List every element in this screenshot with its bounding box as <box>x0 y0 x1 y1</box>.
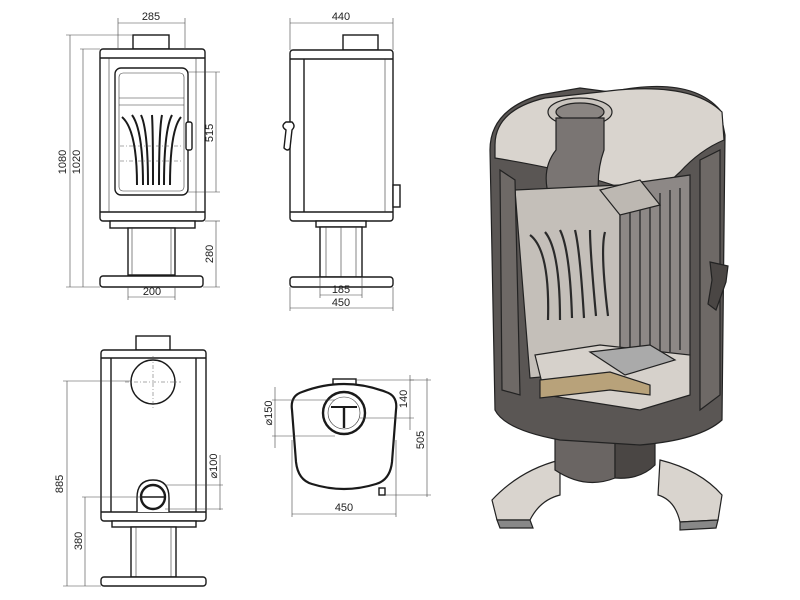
door-glass-ribs <box>121 114 182 186</box>
dimension-515: 515 <box>188 71 220 193</box>
dim-label: 1020 <box>71 150 83 174</box>
pedestal-foot <box>100 576 207 587</box>
dimension-280: 280 <box>203 220 220 288</box>
dimension-885: 885 <box>54 380 131 587</box>
dim-label: 505 <box>415 431 427 449</box>
dim-label: 285 <box>142 11 160 23</box>
dimension-440: 440 <box>289 11 394 50</box>
pedestal-foot <box>99 275 204 288</box>
top-view: ⌀150 140 505 450 <box>263 375 431 517</box>
flue-collar <box>132 34 170 50</box>
rear-view: 885 380 ⌀100 <box>54 335 223 587</box>
side-knob <box>392 184 401 208</box>
dimension-380: 380 <box>73 496 141 586</box>
door <box>114 67 189 196</box>
ash-pan-accent <box>539 371 651 399</box>
dimension-285: 285 <box>117 11 186 48</box>
dim-label: 200 <box>143 286 161 298</box>
dimension-d150: ⌀150 <box>263 387 335 448</box>
stove-body <box>289 49 394 222</box>
dimension-185: 185 <box>319 277 363 298</box>
dim-label: 450 <box>335 502 353 514</box>
dim-label: ⌀150 <box>263 401 275 426</box>
pedestal-foot <box>289 276 394 288</box>
door-handle <box>185 121 193 151</box>
dim-label: 380 <box>73 532 85 550</box>
pedestal <box>127 227 176 276</box>
dim-label: 140 <box>398 390 410 408</box>
door-handle <box>282 121 295 151</box>
foot-left <box>491 459 561 521</box>
top-plate <box>290 382 398 491</box>
front-view: 285 1080 1020 515 280 200 <box>57 11 220 300</box>
flue-collar <box>342 34 379 51</box>
dimension-505: 505 <box>385 378 431 497</box>
foot-right <box>657 459 723 523</box>
dimension-d100: ⌀100 <box>165 454 223 510</box>
dim-label: 185 <box>332 284 350 296</box>
dim-label: 1080 <box>57 150 69 174</box>
dim-label: 450 <box>332 297 350 309</box>
dim-label: 280 <box>204 245 216 263</box>
dim-label: ⌀100 <box>208 454 220 479</box>
dimension-1020: 1020 <box>71 48 100 287</box>
back-ribs <box>529 229 610 321</box>
dimension-450: 450 <box>289 287 394 311</box>
side-view: 440 185 450 <box>282 11 401 311</box>
dimension-140: 140 <box>356 375 414 430</box>
pedestal <box>130 526 177 578</box>
dimension-450-top: 450 <box>291 440 397 517</box>
base-plate <box>109 220 196 229</box>
dim-label: 885 <box>54 475 66 493</box>
dimension-200: 200 <box>127 286 176 300</box>
dim-label: 440 <box>332 11 350 23</box>
knob <box>378 487 386 496</box>
side-door <box>699 149 721 412</box>
door-handle <box>707 261 729 311</box>
dim-label: 515 <box>204 124 216 142</box>
cutaway-3d-view <box>489 85 729 531</box>
flue-collar <box>135 335 171 351</box>
